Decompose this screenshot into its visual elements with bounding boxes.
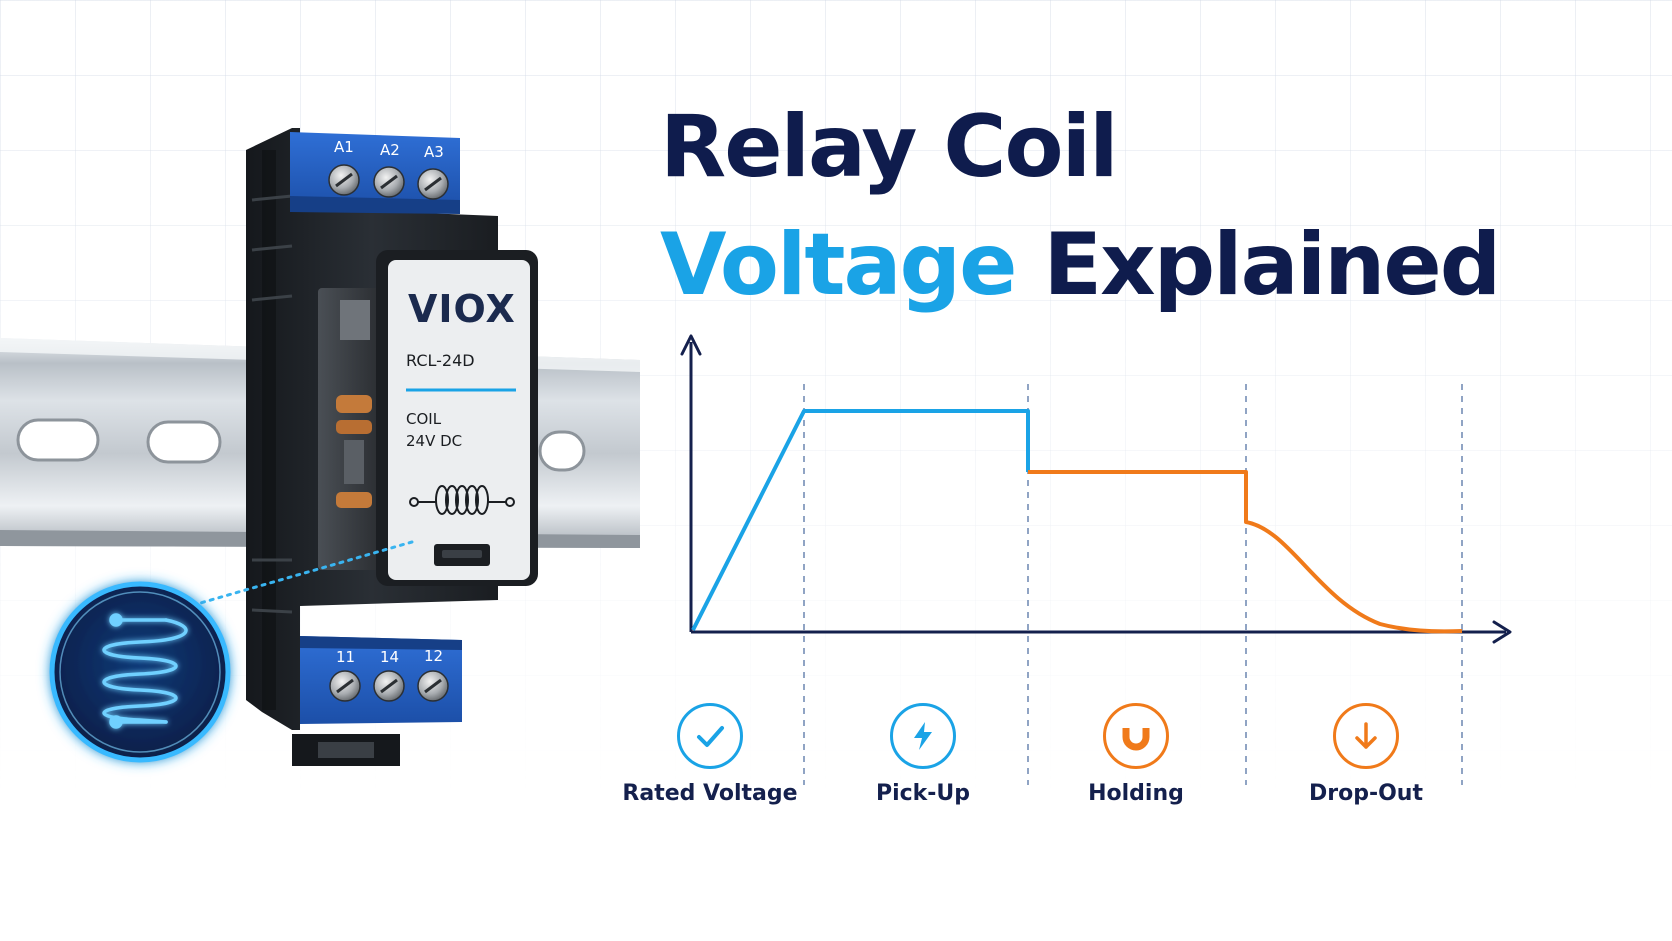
magnet-icon (1103, 703, 1169, 769)
terminal-screw-icon (417, 168, 449, 200)
phase-rated-voltage: Rated Voltage (600, 703, 820, 806)
phase-label: Rated Voltage (622, 781, 798, 806)
terminal-label: 14 (380, 648, 399, 666)
phase-drop-out: Drop-Out (1256, 703, 1476, 806)
terminal-label: 12 (424, 647, 443, 665)
bottom-terminals: 11 14 12 (329, 647, 449, 702)
model-number: RCL-24D (406, 351, 475, 370)
phase-label: Holding (1088, 781, 1184, 806)
x-axis-arrow-icon (1492, 620, 1512, 644)
down-arrow-icon (1333, 703, 1399, 769)
brand-logo: VIOX (408, 287, 516, 331)
voltage-waveform-diagram (680, 334, 1512, 785)
title-line-1: Relay Coil (660, 97, 1119, 197)
lightning-icon (890, 703, 956, 769)
title-line-2: Voltage Explained (660, 206, 1501, 324)
phase-label: Pick-Up (875, 781, 971, 806)
terminal-label: A2 (380, 141, 400, 159)
holding-dropout-curve (1028, 470, 1463, 634)
checkmark-icon (677, 703, 743, 769)
coil-voltage-label: 24V DC (406, 432, 462, 450)
title-rest: Explained (1043, 215, 1501, 315)
terminal-label: A3 (424, 143, 444, 161)
phase-pick-up: Pick-Up (813, 703, 1033, 806)
phase-label: Drop-Out (1309, 781, 1423, 806)
terminal-label: A1 (334, 138, 354, 156)
y-axis-arrow-icon (680, 334, 702, 356)
callout-line (188, 540, 414, 608)
coil-label: COIL (406, 410, 442, 428)
terminal-screw-icon (373, 670, 405, 702)
terminal-label: 11 (336, 648, 355, 666)
terminal-screw-icon (373, 166, 405, 198)
pickup-voltage-curve (691, 409, 1030, 631)
terminal-screw-icon (329, 670, 361, 702)
phase-holding: Holding (1026, 703, 1246, 806)
top-terminals: A1 A2 A3 (328, 138, 449, 200)
relay-module (246, 128, 538, 766)
terminal-screw-icon (417, 670, 449, 702)
coil-zoom-icon (49, 581, 231, 763)
page-title: Relay Coil Voltage Explained (660, 88, 1501, 324)
terminal-screw-icon (328, 164, 360, 196)
title-accent: Voltage (660, 215, 1017, 315)
